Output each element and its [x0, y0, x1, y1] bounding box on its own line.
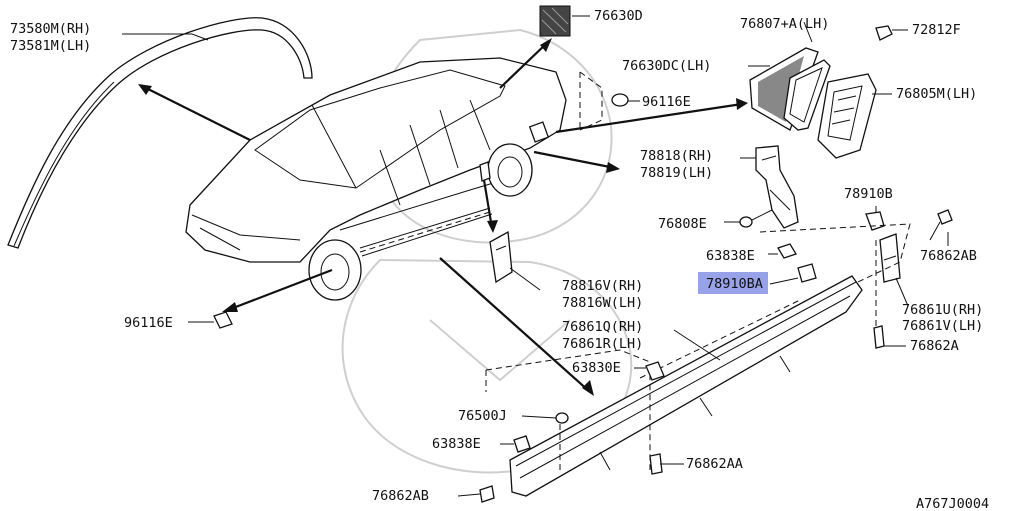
label-63838e-right[interactable]: 63838E	[706, 248, 755, 264]
clip-72812f-part[interactable]	[875, 25, 893, 41]
screw-76500j-part[interactable]	[555, 412, 569, 424]
label-72812f[interactable]: 72812F	[912, 22, 961, 38]
label-78910ba[interactable]: 78910BA	[706, 276, 763, 292]
label-76805m[interactable]: 76805M(LH)	[896, 86, 977, 102]
splash-guard-78816v-part[interactable]	[489, 230, 513, 284]
screw-76862ab-bottom-part[interactable]	[479, 485, 495, 503]
label-76862aa[interactable]: 76862AA	[686, 456, 743, 472]
leader-78910ba	[769, 277, 799, 285]
sill-moulding-part[interactable]	[509, 275, 863, 497]
leader-73580	[122, 33, 209, 41]
screw-76862ab-right-part[interactable]	[929, 209, 953, 241]
label-76630dc[interactable]: 76630DC(LH)	[622, 58, 711, 74]
label-78910b[interactable]: 78910B	[844, 186, 893, 202]
clip-78910ba-part[interactable]	[797, 263, 817, 283]
label-76862ab-bottom[interactable]: 76862AB	[372, 488, 429, 504]
clip-78910b-part[interactable]	[865, 211, 885, 231]
label-76861q[interactable]: 76861Q(RH)	[562, 319, 643, 335]
label-63838e-bottom[interactable]: 63838E	[432, 436, 481, 452]
bracket-76861u-part[interactable]	[879, 233, 901, 283]
leader-78816v	[509, 267, 541, 291]
fuel-filler-housing-part[interactable]	[817, 73, 877, 159]
leaders-fuel-lid	[748, 21, 892, 95]
label-73581m[interactable]: 73581M(LH)	[10, 38, 91, 54]
diagram-reference-code: A767J0004	[916, 496, 989, 511]
label-96116e-top[interactable]: 96116E	[642, 94, 691, 110]
label-96116e-left[interactable]: 96116E	[124, 315, 173, 331]
clip-96116e-left-part[interactable]	[213, 311, 233, 329]
leader-76862ab-bottom	[457, 493, 481, 497]
label-76808e[interactable]: 76808E	[658, 216, 707, 232]
callout-arrows	[138, 38, 748, 396]
mudguard-78818-part[interactable]	[755, 145, 799, 229]
highlight-78910ba	[698, 272, 768, 294]
label-76630d[interactable]: 76630D	[594, 8, 643, 24]
clip-63838e-right-part[interactable]	[777, 243, 797, 259]
car-body-illustration	[185, 57, 567, 301]
label-76807a[interactable]: 76807+A(LH)	[740, 16, 829, 32]
label-78818[interactable]: 78818(RH)	[640, 148, 713, 164]
dashed-sill	[485, 299, 801, 470]
screw-76862aa-part[interactable]	[649, 453, 663, 475]
label-78816v[interactable]: 78816V(RH)	[562, 278, 643, 294]
screw-76862a-part[interactable]	[873, 325, 885, 349]
clip-63830e-part[interactable]	[645, 361, 665, 381]
screw-76808e-part[interactable]	[739, 216, 753, 228]
dashed-96116e-top	[579, 71, 603, 131]
leader-76861q	[673, 329, 721, 361]
label-76862ab-right[interactable]: 76862AB	[920, 248, 977, 264]
fuel-lid-frame-part[interactable]	[783, 59, 831, 131]
leader-76861u	[895, 277, 909, 307]
label-76862a[interactable]: 76862A	[910, 338, 959, 354]
leader-76500j	[521, 415, 557, 419]
pad-76630d-part[interactable]	[539, 5, 571, 37]
label-78816w[interactable]: 78816W(LH)	[562, 295, 643, 311]
clip-63838e-bottom-part[interactable]	[513, 435, 531, 453]
clip-96116e-top-part[interactable]	[611, 93, 629, 107]
label-63830e[interactable]: 63830E	[572, 360, 621, 376]
label-76861u[interactable]: 76861U(RH)	[902, 302, 983, 318]
label-76500j[interactable]: 76500J	[458, 408, 507, 424]
label-76861v[interactable]: 76861V(LH)	[902, 318, 983, 334]
roof-moulding-part[interactable]	[7, 17, 313, 249]
dashed-bracket	[759, 223, 911, 330]
label-76861r[interactable]: 76861R(LH)	[562, 336, 643, 352]
label-78819[interactable]: 78819(LH)	[640, 165, 713, 181]
label-73580m[interactable]: 73580M(RH)	[10, 21, 91, 37]
